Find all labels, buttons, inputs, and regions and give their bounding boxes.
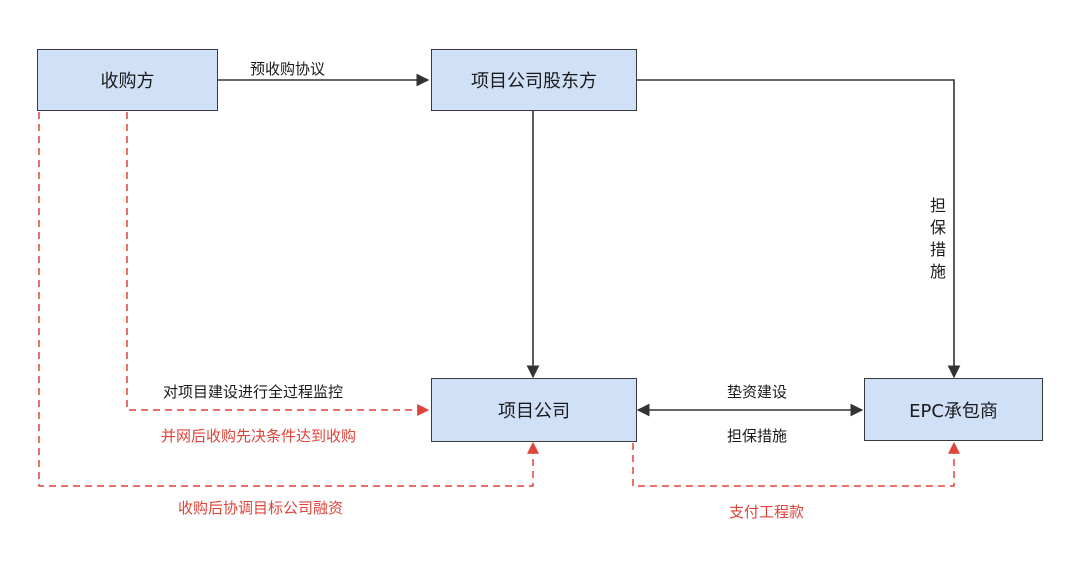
edge-financing xyxy=(38,112,539,487)
label-pre-acquisition: 预收购协议 xyxy=(250,60,326,78)
label-pay-engineering: 支付工程款 xyxy=(729,503,805,521)
label-post-acquisition-financing: 收购后协调目标公司融资 xyxy=(178,499,344,517)
label-grid-condition-acquisition: 并网后收购先决条件达到收购 xyxy=(161,427,357,445)
node-acquirer-label: 收购方 xyxy=(100,71,155,92)
label-advance-construction: 垫资建设 xyxy=(727,383,788,401)
edge-monitoring xyxy=(126,112,430,416)
node-project-company-label: 项目公司 xyxy=(498,401,570,422)
node-project-shareholder-label: 项目公司股东方 xyxy=(471,71,597,92)
label-guarantee-vertical: 担保措施 xyxy=(927,197,946,285)
node-project-company: 项目公司 xyxy=(431,378,637,442)
label-guarantee-horizontal: 担保措施 xyxy=(727,427,788,445)
node-epc-contractor: EPC承包商 xyxy=(864,378,1043,441)
edge-guarantee-vertical xyxy=(637,79,961,379)
node-acquirer: 收购方 xyxy=(37,49,218,111)
label-full-process-monitoring: 对项目建设进行全过程监控 xyxy=(163,383,344,401)
node-epc-label: EPC承包商 xyxy=(909,400,998,422)
edge-payment xyxy=(632,441,960,487)
node-project-shareholder: 项目公司股东方 xyxy=(431,49,637,111)
